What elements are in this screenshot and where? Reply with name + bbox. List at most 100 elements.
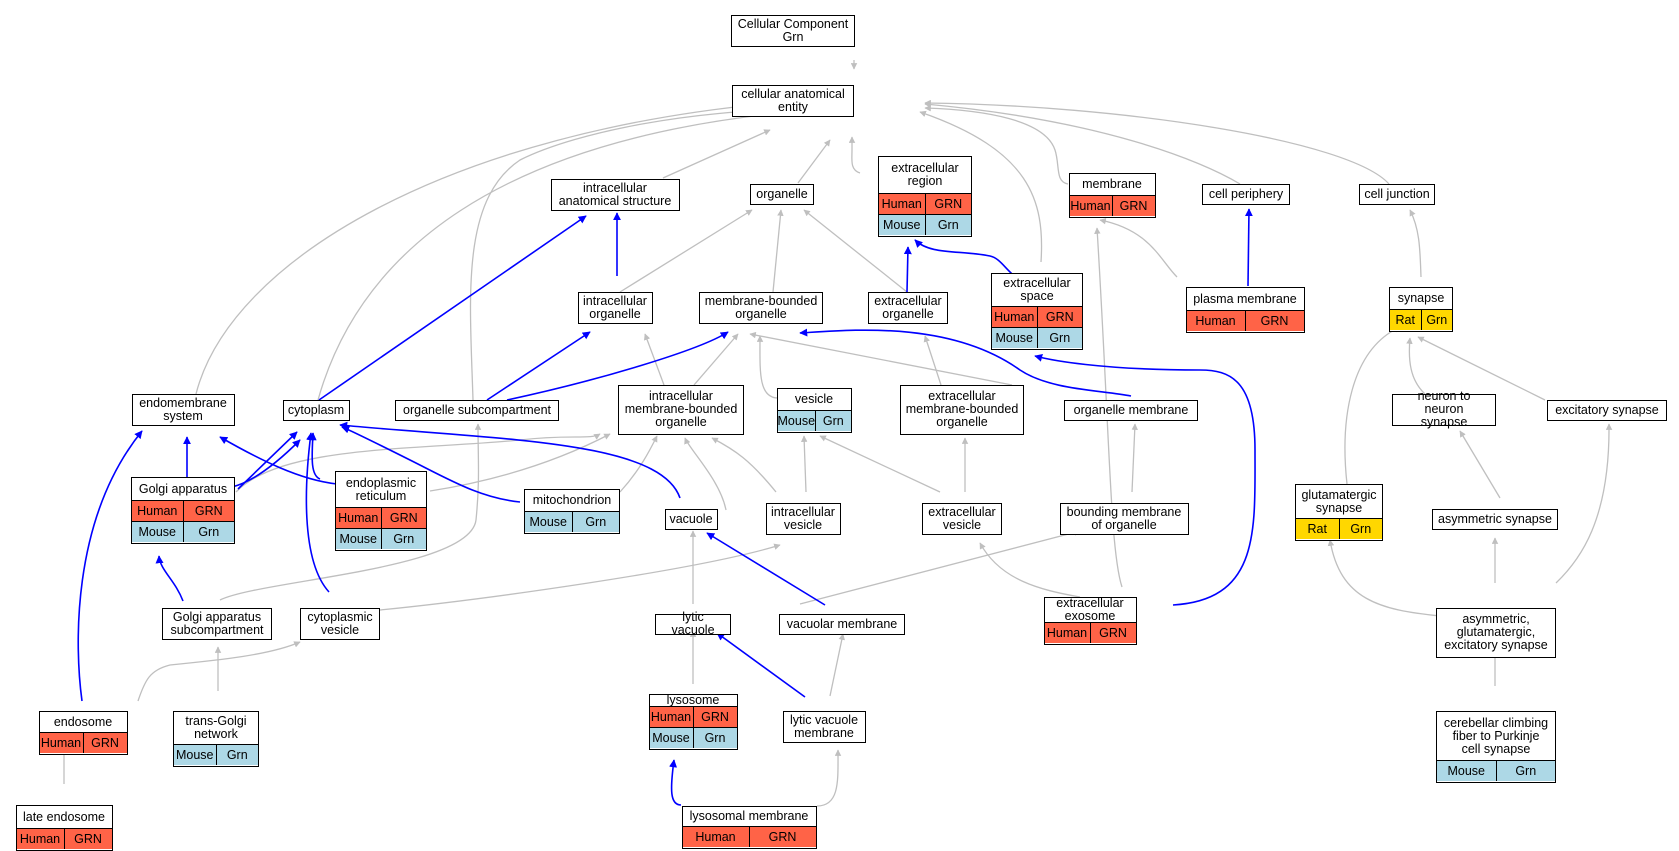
is-a-edge (643, 333, 665, 386)
go-term-node-agesyn[interactable]: asymmetric, glutamatergic, excitatory sy… (1436, 608, 1556, 658)
is-a-edge (803, 209, 908, 293)
part-of-edge (1034, 353, 1256, 606)
is-a-edge (772, 209, 784, 293)
species-cell: Mouse (879, 215, 925, 235)
species-cell: Human (132, 501, 183, 521)
go-term-node-celljunc[interactable]: cell junction (1359, 184, 1435, 205)
term-label: extracellular space (1003, 276, 1071, 303)
go-term-node-cae[interactable]: cellular anatomical entity (732, 85, 854, 117)
go-term-node-osub[interactable]: organelle subcompartment (395, 400, 559, 421)
go-term-node-vacuole[interactable]: vacuole (664, 509, 718, 530)
term-label: vacuole (669, 511, 713, 526)
go-term-node-ias[interactable]: intracellular anatomical structure (550, 179, 680, 211)
go-term-node-eco[interactable]: extracellular organelle (868, 292, 948, 324)
is-a-edge (979, 542, 1081, 598)
go-term-node-endosys[interactable]: endomembrane system (131, 394, 235, 426)
term-label: plasma membrane (1193, 291, 1297, 306)
go-term-node-lytvac[interactable]: lytic vacuole (655, 610, 731, 637)
part-of-edge (308, 432, 321, 480)
species-cell: Human (1069, 196, 1112, 216)
is-a-edge (799, 529, 1081, 605)
species-cell: Human (16, 829, 64, 849)
go-term-node-excsyn[interactable]: excitatory synapse (1547, 400, 1667, 421)
go-term-node-ccf[interactable]: cerebellar climbing fiber to Purkinje ce… (1436, 711, 1556, 783)
part-of-edge (486, 331, 591, 401)
gene-cell: GRN (692, 707, 737, 727)
gene-cell: Grn (380, 529, 426, 549)
go-term-node-cellperiph[interactable]: cell periphery (1202, 184, 1290, 205)
is-a-edge (756, 335, 779, 399)
term-label: neuron to neuron synapse (1417, 389, 1471, 429)
go-term-node-io[interactable]: intracellular organelle (577, 292, 653, 324)
go-term-node-imbo[interactable]: intracellular membrane-bounded organelle (618, 385, 744, 435)
term-label: late endosome (22, 809, 105, 824)
is-a-edge (1409, 209, 1422, 278)
is-a-edge (235, 433, 601, 493)
term-label: glutamatergic synapse (1301, 487, 1377, 515)
is-a-edge (816, 749, 842, 807)
is-a-edge (469, 106, 789, 401)
term-label: lytic vacuole (671, 610, 715, 637)
go-term-node-golgisub[interactable]: Golgi apparatus subcompartment (162, 608, 272, 640)
go-term-node-lvm[interactable]: lytic vacuole membrane (782, 711, 866, 743)
go-term-node-n2n[interactable]: neuron to neuron synapse (1392, 389, 1496, 429)
part-of-edge (305, 432, 330, 593)
is-a-edge (1327, 539, 1441, 617)
term-label: intracellular vesicle (771, 504, 835, 532)
species-cell: Mouse (992, 328, 1037, 348)
go-term-node-cytoves[interactable]: cytoplasmic vesicle (300, 608, 380, 640)
go-term-node-ecmbo[interactable]: extracellular membrane-bounded organelle (900, 385, 1024, 435)
go-term-node-mbo[interactable]: membrane-bounded organelle (699, 292, 823, 324)
term-label: cerebellar climbing fiber to Purkinje ce… (1443, 715, 1549, 756)
go-term-node-asymsyn[interactable]: asymmetric synapse (1432, 509, 1558, 530)
go-term-node-bmo[interactable]: bounding membrane of organelle (1059, 503, 1189, 535)
term-label: mitochondrion (532, 493, 612, 507)
part-of-edge (339, 421, 681, 499)
is-a-edge (924, 99, 1390, 185)
is-a-edge (317, 109, 791, 401)
species-cell: Mouse (1437, 761, 1496, 781)
is-a-edge (919, 110, 1043, 263)
species-cell: Mouse (336, 529, 381, 549)
species-cell: Rat (1390, 310, 1421, 330)
go-term-node-icv[interactable]: intracellular vesicle (765, 503, 841, 535)
go-term-node-vacmem[interactable]: vacuolar membrane (779, 614, 905, 635)
term-label: extracellular exosome (1056, 596, 1124, 623)
is-a-edge (619, 435, 658, 493)
term-label: intracellular anatomical structure (558, 180, 672, 208)
go-term-node-orgmem[interactable]: organelle membrane (1064, 400, 1198, 421)
part-of-edge (506, 331, 729, 401)
is-a-edge (619, 209, 753, 293)
go-term-node-cytoplasm[interactable]: cytoplasm (282, 400, 350, 421)
go-term-node-organelle[interactable]: organelle (750, 184, 814, 205)
gene-cell: GRN (1089, 623, 1136, 643)
term-label: Cellular Component Grn (737, 16, 849, 44)
go-term-node-root[interactable]: Cellular Component Grn (731, 15, 855, 47)
gene-cell: Grn (1495, 761, 1555, 781)
term-label: cell junction (1364, 186, 1430, 201)
go-term-node-ecv[interactable]: extracellular vesicle (922, 503, 1002, 535)
gene-cell: GRN (1111, 196, 1155, 216)
